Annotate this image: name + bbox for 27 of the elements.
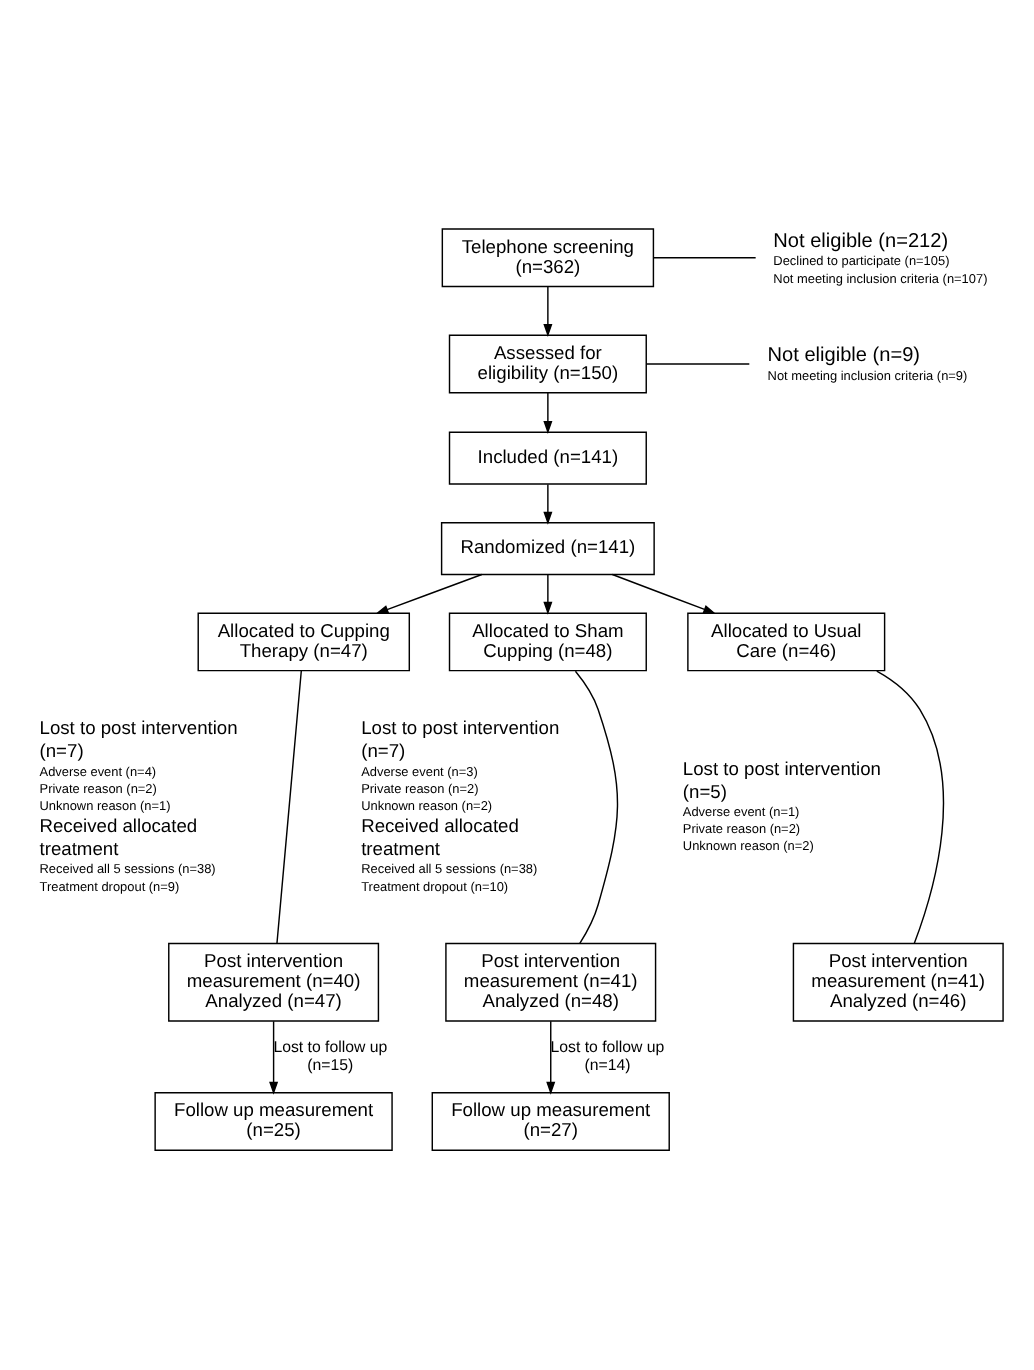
connector — [652, 257, 757, 259]
connector — [645, 363, 751, 365]
node-box: Included (n=141) — [448, 431, 647, 485]
node-box: Randomized (n=141) — [440, 522, 655, 576]
arrow — [546, 1020, 556, 1095]
node-box: Allocated to Usual Care (n=46) — [687, 612, 886, 672]
arrow — [269, 1020, 279, 1095]
arrow — [543, 574, 553, 615]
arrow — [611, 573, 717, 614]
edge-label: Lost to follow up (n=14) — [550, 1038, 665, 1074]
arrow — [543, 483, 553, 525]
connector — [574, 670, 619, 944]
node-box: Post intervention measurement (n=41) Analyzed (n=46) — [792, 942, 1004, 1022]
node-box: Post intervention measurement (n=40) Analyzed (n=47) — [168, 942, 380, 1022]
connector — [276, 670, 302, 944]
node-box: Allocated to Cupping Therapy (n=47) — [197, 612, 411, 672]
node-box: Post intervention measurement (n=41) Analyzed (n=48) — [445, 942, 657, 1022]
arrow — [375, 573, 483, 614]
node-box: Follow up measurement (n=27) — [431, 1092, 670, 1151]
edge-label: Lost to follow up (n=15) — [273, 1038, 388, 1074]
arrow — [543, 286, 553, 338]
node-box: Allocated to Sham Cupping (n=48) — [448, 612, 647, 672]
arrow — [543, 392, 553, 434]
connector — [876, 670, 945, 944]
node-box: Follow up measurement (n=25) — [154, 1092, 393, 1151]
node-box: Telephone screening (n=362) — [441, 228, 655, 288]
node-box: Assessed for eligibility (n=150) — [448, 334, 647, 394]
